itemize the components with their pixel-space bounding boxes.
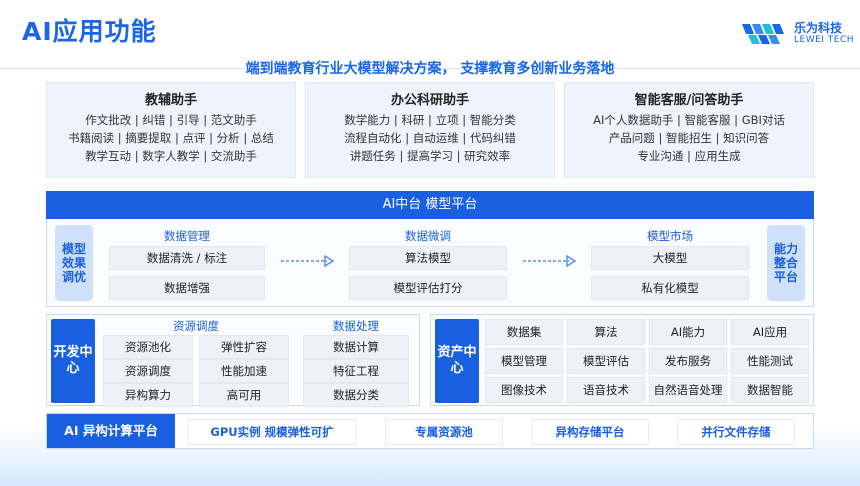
arrow-right-icon	[523, 255, 577, 267]
asset-cell: 图像技术	[485, 377, 563, 403]
group-label-data-processing: 数据处理	[333, 319, 379, 333]
dev-cell: 数据计算	[303, 335, 409, 359]
compute-cell: 并行文件存储	[677, 419, 795, 445]
helper-line: 作文批改 | 纠错 | 引导 | 范文助手	[85, 113, 257, 127]
solution-subtitle: 端到端教育行业大模型解决方案， 支撑教育多创新业务落地	[245, 61, 615, 77]
helper-line: 专业沟通 | 应用生成	[637, 149, 741, 163]
dev-cell: 资源池化	[103, 335, 193, 359]
helper-title: 智能客服/问答助手	[634, 93, 744, 108]
asset-center-badge: 资产中心	[435, 319, 479, 403]
helper-customer-service: 智能客服/问答助手 AI个人数据助手 | 智能客服 | GBI对话 产品问题 |…	[564, 82, 814, 178]
page-title: AI应用功能	[22, 17, 157, 46]
asset-cell: AI能力	[649, 319, 727, 345]
asset-cell: 自然语音处理	[649, 377, 727, 403]
group-label-data-management: 数据管理	[164, 229, 210, 243]
heterogeneous-compute-platform: AI 异构计算平台 GPU实例 规模弹性可扩 专属资源池 异构存储平台 并行文件…	[46, 413, 814, 449]
platform-cell: 算法模型	[349, 246, 507, 270]
helper-line: 流程自动化 | 自动运维 | 代码纠错	[344, 131, 516, 145]
platform-body: 模型效果调优 能力整合平台 数据管理 数据清洗 / 标注 数据增强 数据微调 算…	[46, 219, 814, 307]
group-label-resource-scheduling: 资源调度	[173, 319, 219, 333]
asset-cell: 语音技术	[567, 377, 645, 403]
platform-title-bar: AI中台 模型平台	[46, 191, 814, 219]
asset-cell: AI应用	[731, 319, 809, 345]
group-label-model-market: 模型市场	[647, 229, 693, 243]
dev-cell: 性能加速	[199, 359, 289, 383]
helper-line: 数学能力 | 科研 | 立项 | 智能分类	[344, 113, 516, 127]
title-divider	[0, 68, 860, 69]
asset-cell: 数据集	[485, 319, 563, 345]
helper-line: 产品问题 | 智能招生 | 知识问答	[608, 131, 770, 145]
dev-cell: 特征工程	[303, 359, 409, 383]
helper-title: 办公科研助手	[390, 93, 469, 108]
helper-title: 教辅助手	[144, 93, 197, 108]
platform-cell: 私有化模型	[591, 276, 749, 300]
model-tuning-badge: 模型效果调优	[55, 225, 93, 301]
logo-text-cn: 乐为科技	[794, 21, 843, 35]
capability-integration-badge: 能力整合平台	[767, 225, 805, 301]
asset-cell: 算法	[567, 319, 645, 345]
arrow-right-icon	[281, 255, 335, 267]
dev-cell: 数据分类	[303, 383, 409, 407]
platform-cell: 模型评估打分	[349, 276, 507, 300]
helper-line: 书籍阅读 | 摘要提取 | 点评 | 分析 | 总结	[68, 131, 274, 145]
logo-text-en: LEWEI TECH	[794, 35, 855, 45]
asset-cell: 性能测试	[731, 348, 809, 374]
asset-cell: 发布服务	[649, 348, 727, 374]
logo-mark-icon	[742, 24, 784, 44]
company-logo: 乐为科技 LEWEI TECH	[740, 16, 855, 50]
asset-cell: 数据智能	[731, 377, 809, 403]
dev-cell: 异构算力	[103, 383, 193, 407]
helper-office-research: 办公科研助手 数学能力 | 科研 | 立项 | 智能分类 流程自动化 | 自动运…	[305, 82, 555, 178]
platform-cell: 数据清洗 / 标注	[109, 246, 265, 270]
dev-cell: 资源调度	[103, 359, 193, 383]
dev-cell: 弹性扩容	[199, 335, 289, 359]
helper-line: AI个人数据助手 | 智能客服 | GBI对话	[593, 113, 785, 127]
group-label-data-finetune: 数据微调	[405, 229, 451, 243]
compute-cell: 异构存储平台	[531, 419, 649, 445]
dev-cell: 高可用	[199, 383, 289, 407]
helper-line: 讲题任务 | 提高学习 | 研究效率	[349, 149, 511, 163]
platform-cell: 大模型	[591, 246, 749, 270]
asset-center: 资产中心 数据集 算法 AI能力 AI应用 模型管理 模型评估 发布服务 性能测…	[430, 314, 814, 406]
dev-center-badge: 开发中心	[51, 319, 95, 403]
asset-cell: 模型评估	[567, 348, 645, 374]
assistant-panels: 教辅助手 作文批改 | 纠错 | 引导 | 范文助手 书籍阅读 | 摘要提取 |…	[46, 82, 814, 178]
development-center: 开发中心 资源调度 资源池化 弹性扩容 资源调度 性能加速 异构算力 高可用 数…	[46, 314, 420, 407]
compute-platform-badge: AI 异构计算平台	[47, 414, 175, 448]
helper-teaching: 教辅助手 作文批改 | 纠错 | 引导 | 范文助手 书籍阅读 | 摘要提取 |…	[46, 82, 296, 178]
helper-line: 教学互动 | 数字人教学 | 交流助手	[85, 149, 257, 163]
compute-cell: GPU实例 规模弹性可扩	[187, 419, 357, 445]
compute-cell: 专属资源池	[385, 419, 503, 445]
asset-cell: 模型管理	[485, 348, 563, 374]
platform-cell: 数据增强	[109, 276, 265, 300]
